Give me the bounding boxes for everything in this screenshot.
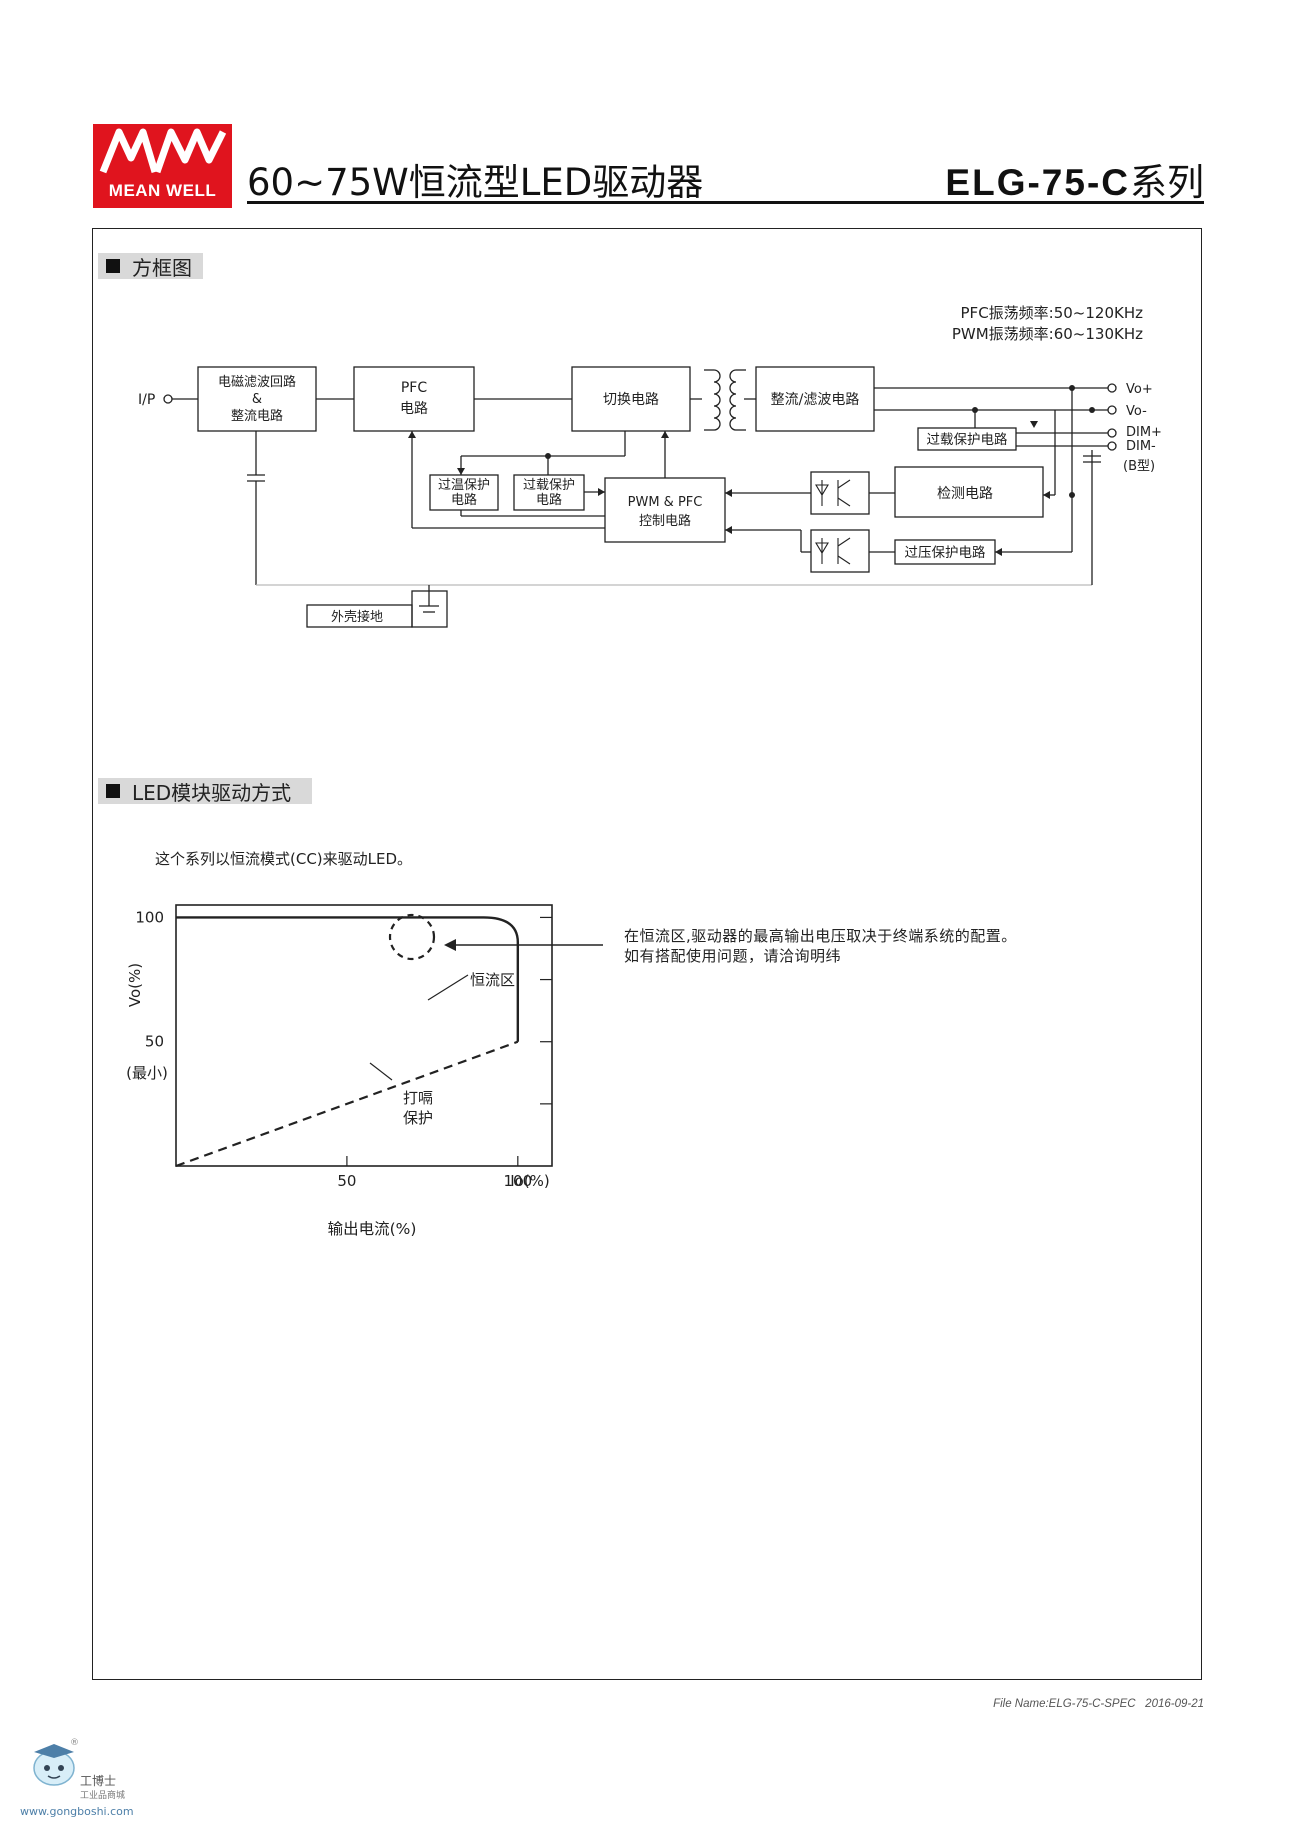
black-square-icon bbox=[106, 784, 120, 798]
hiccup-label-1: 打嗝 bbox=[403, 1089, 433, 1107]
input-label: I/P bbox=[138, 392, 155, 408]
control-label-1: PWM & PFC bbox=[628, 495, 703, 510]
logo-text: MEAN WELL bbox=[108, 181, 217, 200]
cc-curve-chart: 50 100 100 50 恒流区 打嗝 保护 Vo(%) (最小) Io(%) 输出… bbox=[126, 904, 603, 1238]
footer-file-info: File Name:ELG-75-C-SPEC 2016-09-21 bbox=[993, 1698, 1204, 1710]
block-diagram: PFC振荡频率:50~120KHz PWM振荡频率:60~130KHz I/P … bbox=[138, 304, 1162, 628]
cc-region-label: 恒流区 bbox=[470, 971, 515, 989]
olp-label-1: 过载保护 bbox=[523, 478, 575, 493]
header-divider bbox=[247, 201, 1204, 204]
rectifier-label: 整流/滤波电路 bbox=[771, 392, 860, 408]
otp-label-2: 电路 bbox=[451, 492, 477, 508]
series-label: 系列 bbox=[1130, 161, 1204, 204]
otp-box bbox=[429, 474, 499, 511]
registered-mark: ® bbox=[70, 1738, 79, 1748]
output-b-type: (B型) bbox=[1123, 459, 1155, 474]
ocp-label: 过载保护电路 bbox=[927, 432, 1008, 448]
hiccup-label-2: 保护 bbox=[403, 1109, 433, 1127]
hiccup-leader-line bbox=[369, 1062, 393, 1081]
output-dim-minus: DIM- bbox=[1126, 439, 1156, 454]
y-tick-label: 50 bbox=[145, 1033, 164, 1051]
page-title: 60~75W恒流型LED驱动器 bbox=[247, 161, 704, 204]
content-frame bbox=[92, 228, 1202, 1680]
x-tick-label: 50 bbox=[337, 1172, 356, 1190]
section-block-diagram: 方框图 bbox=[98, 253, 203, 280]
ground-label: 外壳接地 bbox=[331, 609, 383, 625]
optocoupler-2 bbox=[810, 529, 870, 573]
output-vo-minus: Vo- bbox=[1126, 404, 1147, 419]
x-tick-label: 100 bbox=[503, 1172, 532, 1190]
emi-label-2: 整流电路 bbox=[231, 408, 283, 424]
section-title: 方框图 bbox=[132, 255, 192, 280]
note-arrow-head bbox=[444, 939, 456, 951]
output-dim-plus: DIM+ bbox=[1126, 425, 1162, 440]
series-title: ELG-75-C系列 bbox=[945, 152, 1204, 206]
gongboshi-watermark: ® 工博士 工业品商城 www.gongboshi.com bbox=[14, 1738, 174, 1823]
y-tick-note: (最小) bbox=[126, 1064, 168, 1082]
emi-label-amp: & bbox=[252, 392, 262, 407]
model-name: ELG-75-C bbox=[945, 162, 1130, 203]
watermark-tagline: 工业品商城 bbox=[80, 1791, 126, 1801]
footer-file-name: File Name:ELG-75-C-SPEC bbox=[993, 1698, 1136, 1710]
footer-date: 2016-09-21 bbox=[1145, 1698, 1204, 1710]
pwm-freq-label: PWM振荡频率:60~130KHz bbox=[952, 325, 1143, 343]
note-line-1: 在恒流区,驱动器的最高输出电压取决于终端系统的配置。 bbox=[624, 927, 1017, 945]
x-axis-label: 输出电流(%) bbox=[328, 1220, 417, 1238]
watermark-url: www.gongboshi.com bbox=[20, 1805, 134, 1818]
control-label-2: 控制电路 bbox=[639, 513, 691, 529]
hiccup-dashed-line bbox=[175, 1040, 519, 1168]
x-axis-end-label: Io(%) bbox=[510, 1172, 550, 1190]
y-axis-label: Vo(%) bbox=[126, 963, 144, 1007]
ovp-label: 过压保护电路 bbox=[905, 545, 986, 561]
black-square-icon bbox=[106, 259, 120, 273]
mascot-icon bbox=[33, 1744, 75, 1786]
cc-solid-curve bbox=[176, 916, 520, 1042]
note-line-2: 如有搭配使用问题，请洽询明纬 bbox=[624, 947, 842, 965]
ocp-box bbox=[917, 427, 1017, 451]
otp-label-1: 过温保护 bbox=[438, 478, 490, 493]
detect-label: 检测电路 bbox=[937, 486, 993, 502]
watermark-brand: 工博士 bbox=[80, 1774, 117, 1788]
pfc-freq-label: PFC振荡频率:50~120KHz bbox=[961, 304, 1144, 322]
cc-highlight-circle bbox=[388, 913, 436, 961]
pwm-control-box bbox=[604, 477, 726, 543]
switch-label: 切换电路 bbox=[603, 391, 659, 408]
pfc-box bbox=[353, 366, 475, 432]
section-title: LED模块驱动方式 bbox=[132, 780, 292, 805]
pfc-label-1: PFC bbox=[401, 380, 427, 396]
chart-plot-area bbox=[175, 904, 553, 1167]
mean-well-logo: MEAN WELL bbox=[93, 124, 232, 208]
optocoupler-1 bbox=[810, 471, 870, 515]
pfc-label-2: 电路 bbox=[400, 401, 428, 417]
section-led-drive-mode: LED模块驱动方式 bbox=[98, 778, 312, 805]
cc-leader-line bbox=[427, 974, 469, 1001]
detect-box bbox=[894, 466, 1044, 518]
output-vo-plus: Vo+ bbox=[1126, 382, 1153, 397]
drive-mode-description: 这个系列以恒流模式(CC)来驱动LED。 bbox=[155, 850, 413, 868]
emi-label-1: 电磁滤波回路 bbox=[218, 374, 296, 390]
y-tick-label: 100 bbox=[135, 908, 164, 926]
olp-label-2: 电路 bbox=[536, 492, 562, 508]
mw-logo-mark bbox=[99, 128, 227, 174]
